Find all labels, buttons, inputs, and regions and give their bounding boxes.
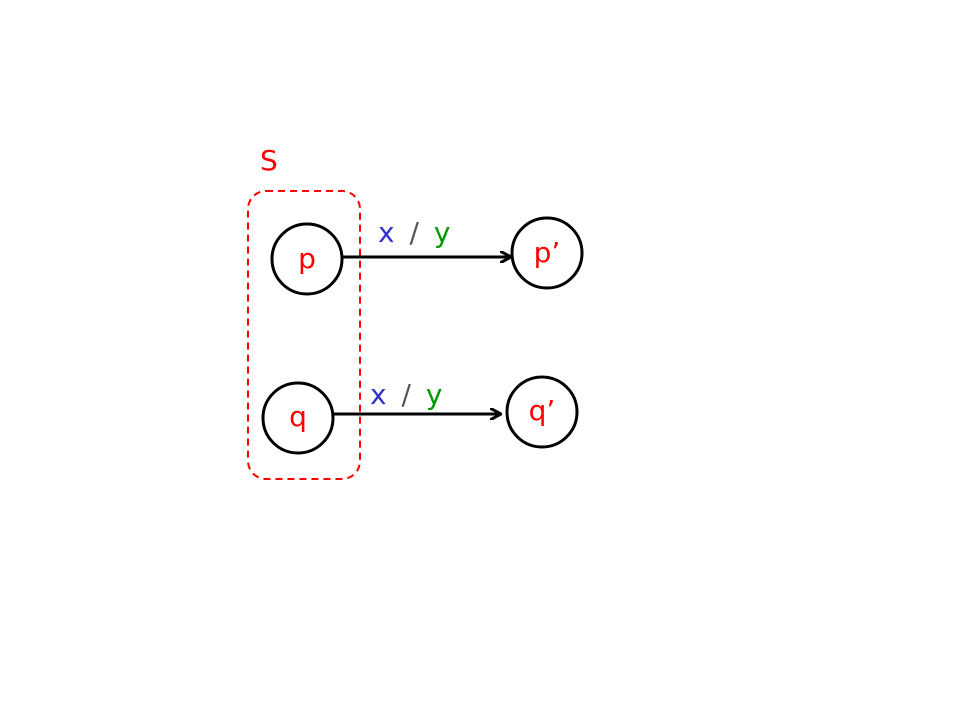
state-q: q	[261, 381, 335, 455]
set-s-boundary	[247, 190, 361, 480]
transition-separator: /	[401, 378, 411, 411]
transition-input: x	[378, 216, 395, 249]
state-q-prime: q’	[505, 375, 579, 449]
transition-output: y	[434, 216, 451, 249]
set-s-label: S	[260, 144, 278, 177]
state-q-label: q	[289, 400, 307, 433]
transition-output: y	[426, 378, 443, 411]
state-q-prime-label: q’	[529, 394, 556, 427]
transition-label-p: x / y	[378, 216, 450, 249]
transition-separator: /	[409, 216, 419, 249]
state-p-prime: p’	[510, 216, 584, 290]
transition-input: x	[370, 378, 387, 411]
transition-label-q: x / y	[370, 378, 442, 411]
state-p-label: p	[298, 242, 316, 275]
state-p: p	[270, 222, 344, 296]
state-p-prime-label: p’	[534, 236, 561, 269]
